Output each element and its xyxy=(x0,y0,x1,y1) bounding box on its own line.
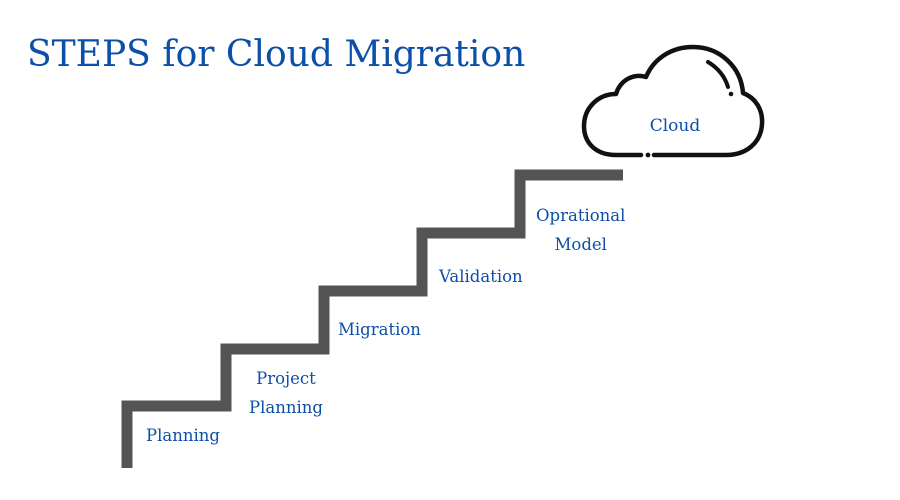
page-title: STEPS for Cloud Migration xyxy=(27,34,526,75)
step-label-operational-model: Oprational Model xyxy=(536,206,626,254)
step-label-migration: Migration xyxy=(338,320,421,339)
step-label-planning: Planning xyxy=(146,426,220,445)
cloud-icon xyxy=(581,44,765,158)
cloud-label: Cloud xyxy=(649,116,701,136)
staircase-path xyxy=(121,169,623,468)
step-label-project-planning: Project Planning xyxy=(249,369,323,417)
step-label-validation: Validation xyxy=(439,267,523,286)
cloud-destination: Cloud xyxy=(580,44,770,162)
